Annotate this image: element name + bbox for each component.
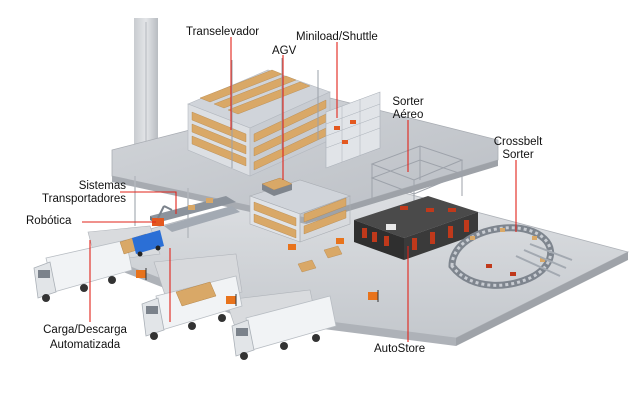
high-bay-racks [187, 58, 331, 177]
label-crossbelt-sorter: Crossbelt Sorter [488, 136, 548, 162]
robot-arm [152, 205, 173, 226]
truck-right [231, 295, 337, 360]
miniload-racks [325, 91, 381, 169]
label-crossbelt-line1: Crossbelt [493, 136, 543, 148]
label-sorter-aereo-line1: Sorter [392, 96, 424, 108]
label-miniload: Miniload/Shuttle [296, 31, 378, 43]
label-autostore: AutoStore [374, 343, 426, 355]
truck-middle [141, 275, 243, 340]
label-agv: AGV [272, 45, 297, 57]
label-sistemas-line1: Sistemas [78, 180, 126, 192]
autostore-grid [354, 196, 478, 260]
label-carga-line2: Automatizada [49, 339, 121, 351]
label-crossbelt-line2: Sorter [502, 149, 534, 161]
truck-left [33, 239, 133, 302]
label-sistemas-transportadores: Sistemas Transportadores [22, 180, 126, 206]
delivery-van [132, 230, 164, 257]
leader-sistemas [120, 191, 177, 214]
label-carga-descarga: Carga/Descarga Automatizada [24, 323, 146, 353]
floor-pallets [297, 245, 343, 273]
label-carga-line1: Carga/Descarga [43, 324, 127, 336]
leader-lines [82, 37, 517, 342]
forklifts [136, 238, 379, 306]
label-sistemas-line2: Transportadores [42, 193, 126, 205]
overhead-sorter [370, 145, 464, 214]
label-robotica: Robótica [26, 215, 72, 227]
crossbelt-loop [448, 224, 573, 289]
label-transelevador: Transelevador [186, 26, 260, 38]
agv-vehicle [261, 177, 293, 196]
label-sorter-aereo: Sorter Aéreo [384, 96, 432, 122]
label-sorter-aereo-line2: Aéreo [392, 109, 424, 121]
